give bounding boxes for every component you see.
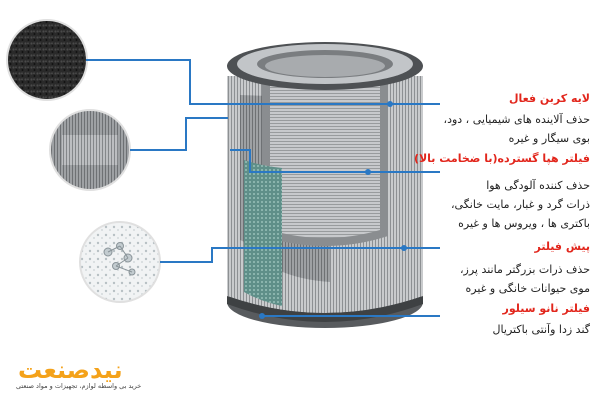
layer-carbon-title: لایه کربن فعال: [508, 92, 590, 105]
layer-nanosilver-title: فیلتر نانو سیلور: [502, 302, 591, 315]
layer-hepa-line-3: باکتری ها ، ویروس ها و غیره: [458, 217, 590, 230]
layer-carbon-line-2: بوی سیگار و غیره: [508, 132, 590, 145]
layer-prefilter-desc: حذف ذرات بزرگتر مانند پرز، موی حیوانات خ…: [460, 260, 590, 298]
layer-prefilter-line-1: حذف ذرات بزرگتر مانند پرز،: [459, 263, 590, 276]
brand-tagline: خرید بی واسطه لوازم، تجهیزات و مواد صنعت…: [16, 382, 142, 390]
layer-hepa-line-1: حذف کننده آلودگی هوا: [486, 179, 590, 192]
layer-carbon-desc: حذف آلاینده های شیمیایی ، دود، بوی سیگار…: [444, 110, 590, 148]
prefilter-zoom-circle: [79, 221, 161, 303]
layer-nanosilver-line-1: گند زدا وآنتی باکتریال: [492, 323, 590, 336]
layer-hepa-line-2: ذرات گرد و غبار، مایت خانگی،: [450, 198, 590, 211]
layer-prefilter-title: پیش فیلتر: [534, 240, 590, 253]
layer-hepa-title: فیلتر هپا گسترده(با ضخامت بالا): [413, 152, 590, 165]
brand-logo: نیدصنعت خرید بی واسطه لوازم، تجهیزات و م…: [8, 356, 158, 392]
carbon-zoom-circle: [6, 19, 88, 101]
layer-nanosilver-desc: گند زدا وآنتی باکتریال: [493, 320, 590, 339]
layer-carbon-line-1: حذف آلاینده های شیمیایی ، دود،: [443, 113, 590, 126]
layer-prefilter-line-2: موی حیوانات خانگی و غیره: [465, 282, 590, 295]
filter-cylinder: [227, 42, 423, 328]
leader-lines: [86, 59, 440, 317]
layer-hepa-desc: حذف کننده آلودگی هوا ذرات گرد و غبار، ما…: [451, 176, 590, 233]
brand-name: نیدصنعت: [18, 356, 123, 384]
hepa-zoom-circle: [49, 109, 131, 191]
